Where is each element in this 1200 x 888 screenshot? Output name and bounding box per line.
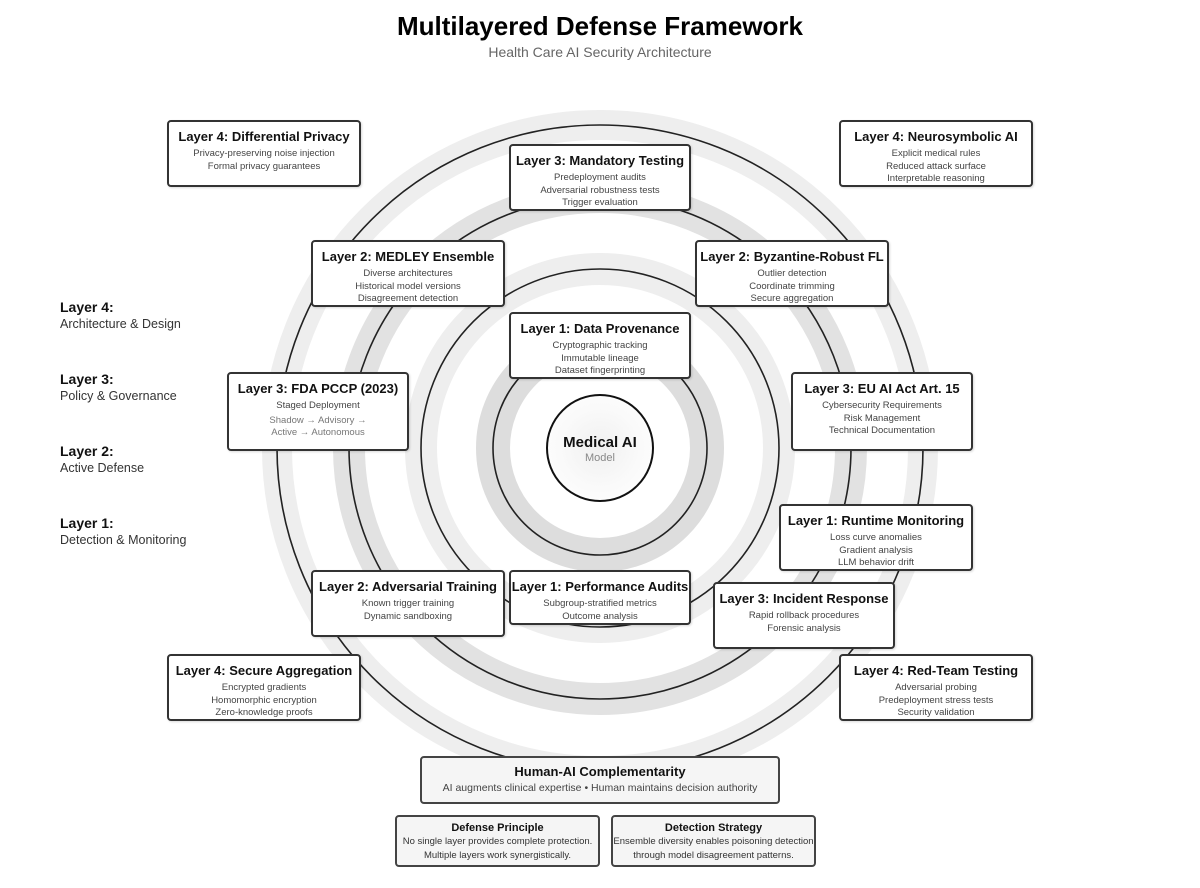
box-title: Layer 2: Adversarial Training	[319, 579, 497, 594]
box-title: Layer 3: Mandatory Testing	[515, 153, 685, 168]
box-line: Risk Management	[843, 412, 921, 424]
box-line: Cybersecurity Requirements	[822, 400, 942, 411]
box-line: Zero-knowledge proofs	[215, 707, 313, 719]
box-line: Diverse architectures	[363, 268, 453, 279]
note-line: Multiple layers work synergistically.	[423, 849, 572, 861]
box-line: Predeployment stress tests	[878, 694, 994, 706]
box-line: Interpretable reasoning	[887, 173, 985, 185]
box-medley-ensemble: Layer 2: MEDLEY Ensemble Diverse archite…	[311, 240, 505, 307]
box-line: Technical Documentation	[828, 425, 936, 437]
legend-layer-label: Layer 2:	[60, 443, 114, 459]
box-line: Adversarial robustness tests	[540, 184, 660, 196]
note-line: Ensemble diversity enables poisoning det…	[613, 836, 814, 847]
box-title: Layer 3: FDA PCCP (2023)	[237, 381, 399, 396]
medical-ai-core: Medical AI Model	[546, 394, 654, 502]
box-mandatory-testing: Layer 3: Mandatory Testing Predeployment…	[509, 144, 691, 211]
diagram-subtitle: Health Care AI Security Architecture	[488, 44, 712, 60]
box-performance-audits: Layer 1: Performance Audits Subgroup-str…	[509, 570, 691, 625]
box-line: Dynamic sandboxing	[363, 610, 453, 622]
box-line: Active → Autonomous	[271, 427, 365, 439]
box-title: Layer 3: Incident Response	[719, 591, 889, 606]
box-line: Dataset fingerprinting	[554, 365, 646, 377]
box-line: Gradient analysis	[839, 544, 913, 556]
box-title: Layer 1: Runtime Monitoring	[787, 513, 965, 528]
legend-layer-label: Layer 1:	[60, 515, 114, 531]
box-line: Cryptographic tracking	[552, 340, 648, 351]
box-line: Homomorphic encryption	[211, 694, 317, 706]
box-line: Staged Deployment	[276, 400, 360, 411]
box-differential-privacy: Layer 4: Differential Privacy Privacy-pr…	[167, 120, 361, 187]
box-line: Trigger evaluation	[562, 197, 638, 209]
box-line: Shadow → Advisory →	[269, 414, 367, 426]
box-line: Subgroup-stratified metrics	[543, 598, 657, 609]
box-title: Layer 3: EU AI Act Art. 15	[804, 381, 960, 396]
box-adversarial-training: Layer 2: Adversarial Training Known trig…	[311, 570, 505, 637]
box-title: Layer 2: Byzantine-Robust FL	[700, 249, 884, 264]
box-line: Outlier detection	[757, 268, 827, 279]
box-line: Encrypted gradients	[221, 682, 307, 693]
note-title: Detection Strategy	[664, 822, 763, 834]
note-line: No single layer provides complete protec…	[402, 836, 593, 847]
diagram-title: Multilayered Defense Framework	[396, 11, 804, 41]
box-line: Explicit medical rules	[891, 148, 981, 159]
box-title: Layer 4: Red-Team Testing	[853, 663, 1019, 678]
detection-strategy-panel: Detection Strategy Ensemble diversity en…	[611, 815, 816, 867]
box-line: Disagreement detection	[357, 293, 459, 305]
legend-layer-3: Layer 3: Policy & Governance	[60, 370, 177, 404]
note-line: through model disagreement patterns.	[633, 849, 794, 861]
box-line: Rapid rollback procedures	[748, 610, 860, 621]
box-line: Loss curve anomalies	[830, 532, 922, 543]
box-fda-pccp: Layer 3: FDA PCCP (2023) Staged Deployme…	[227, 372, 409, 451]
legend-layer-label: Layer 4:	[60, 299, 114, 315]
human-panel-title: Human-AI Complementarity	[514, 764, 686, 779]
box-eu-ai-act: Layer 3: EU AI Act Art. 15 Cybersecurity…	[791, 372, 973, 451]
box-neurosymbolic-ai: Layer 4: Neurosymbolic AI Explicit medic…	[839, 120, 1033, 187]
box-runtime-monitoring: Layer 1: Runtime Monitoring Loss curve a…	[779, 504, 973, 571]
box-line: Outcome analysis	[562, 610, 638, 622]
box-title: Layer 1: Performance Audits	[511, 579, 689, 594]
core-subtitle: Model	[585, 452, 615, 464]
human-panel-text: AI augments clinical expertise • Human m…	[442, 782, 758, 794]
box-line: Secure aggregation	[750, 293, 834, 305]
box-title: Layer 2: MEDLEY Ensemble	[321, 249, 495, 264]
box-incident-response: Layer 3: Incident Response Rapid rollbac…	[713, 582, 895, 649]
box-line: Security validation	[897, 707, 975, 719]
box-title: Layer 4: Secure Aggregation	[175, 663, 353, 678]
box-data-provenance: Layer 1: Data Provenance Cryptographic t…	[509, 312, 691, 379]
box-title: Layer 4: Differential Privacy	[178, 129, 350, 144]
box-line: Immutable lineage	[561, 352, 639, 364]
box-line: Reduced attack surface	[886, 160, 986, 172]
box-line: Predeployment audits	[554, 172, 646, 183]
box-title: Layer 4: Neurosymbolic AI	[854, 129, 1018, 144]
legend-layer-2: Layer 2: Active Defense	[60, 442, 144, 476]
legend-layer-1: Layer 1: Detection & Monitoring	[60, 514, 186, 548]
legend-layer-desc: Policy & Governance	[60, 389, 177, 403]
legend-layer-desc: Active Defense	[60, 461, 145, 475]
box-line: Historical model versions	[355, 280, 461, 292]
box-secure-aggregation: Layer 4: Secure Aggregation Encrypted gr…	[167, 654, 361, 721]
box-line: Known trigger training	[361, 598, 455, 609]
box-title: Layer 1: Data Provenance	[520, 321, 680, 336]
box-line: LLM behavior drift	[837, 557, 915, 569]
note-title: Defense Principle	[451, 822, 544, 834]
box-line: Formal privacy guarantees	[207, 160, 321, 172]
box-line: Adversarial probing	[895, 682, 977, 693]
legend-layer-label: Layer 3:	[60, 371, 114, 387]
box-line: Privacy-preserving noise injection	[193, 148, 335, 159]
ring-line-layer-2	[420, 268, 780, 628]
box-line: Coordinate trimming	[749, 280, 835, 292]
core-title: Medical AI	[563, 434, 637, 451]
legend-layer-desc: Detection & Monitoring	[60, 533, 187, 547]
box-red-team-testing: Layer 4: Red-Team Testing Adversarial pr…	[839, 654, 1033, 721]
box-line: Forensic analysis	[767, 622, 841, 634]
human-ai-complementarity-panel: Human-AI Complementarity AI augments cli…	[420, 756, 780, 804]
defense-principle-panel: Defense Principle No single layer provid…	[395, 815, 600, 867]
legend-layer-4: Layer 4: Architecture & Design	[60, 298, 181, 332]
box-byzantine-robust-fl: Layer 2: Byzantine-Robust FL Outlier det…	[695, 240, 889, 307]
legend-layer-desc: Architecture & Design	[60, 317, 181, 331]
